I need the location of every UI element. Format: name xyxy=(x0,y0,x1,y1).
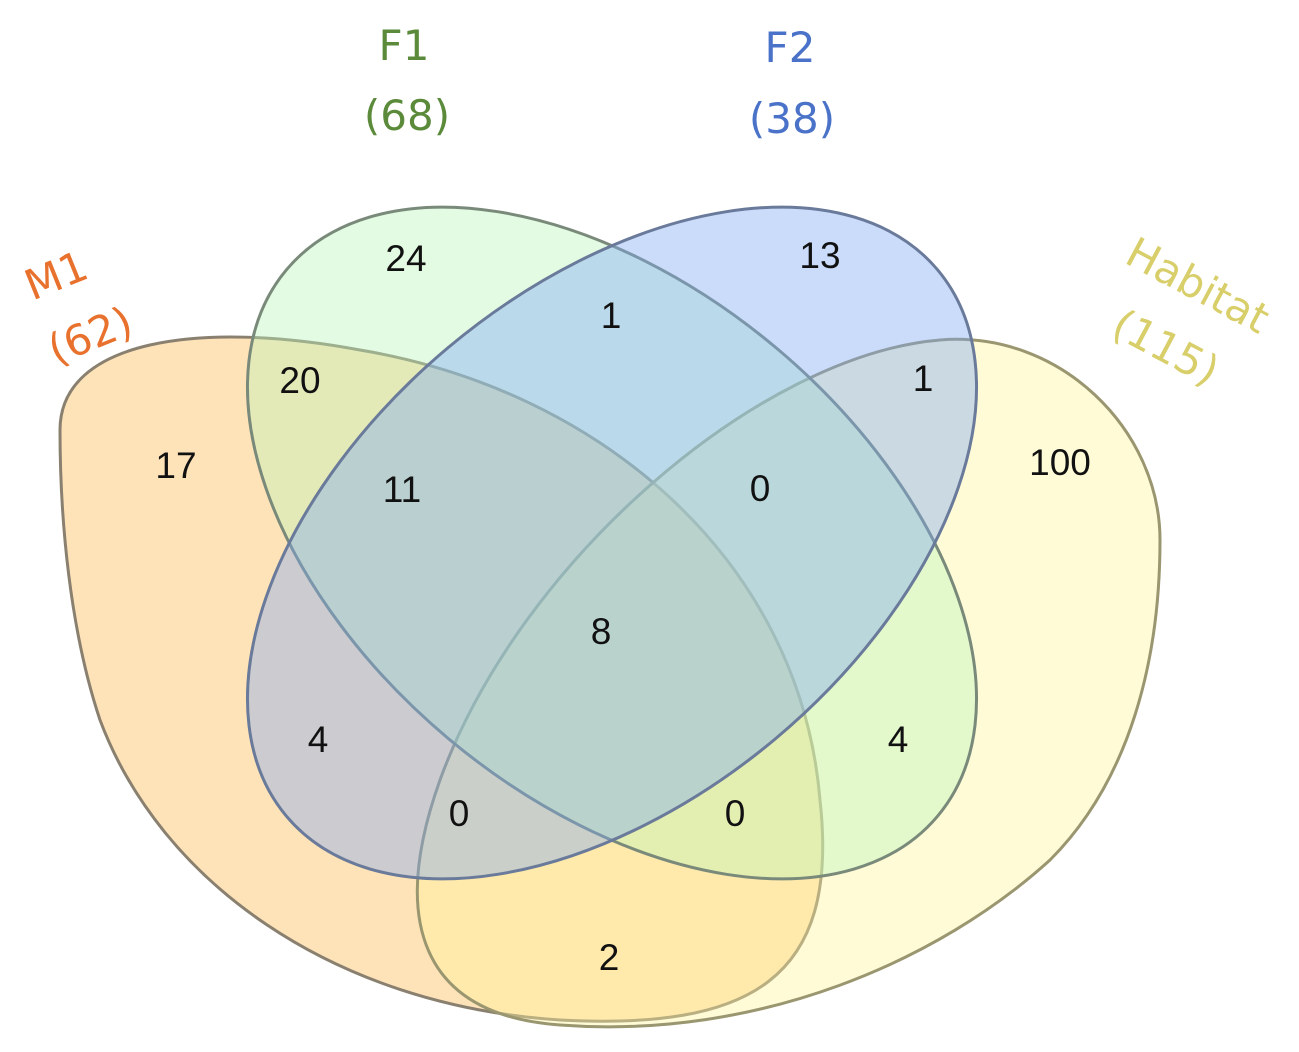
set-label-f1-name: F1 xyxy=(379,21,430,70)
set-habitat-shape xyxy=(415,337,1162,1029)
set-label-f2-size: (38) xyxy=(749,94,835,143)
region-count-m1-habitat: 2 xyxy=(599,937,620,978)
venn-shapes xyxy=(58,205,1162,1029)
set-label-f1-size: (68) xyxy=(364,91,450,140)
region-count-f1-habitat: 4 xyxy=(888,719,909,760)
region-counts: 17 24 13 100 1 20 1 11 0 8 4 4 0 0 2 xyxy=(155,235,1090,978)
region-count-m1-f2: 4 xyxy=(308,719,329,760)
set-m1-shape xyxy=(58,335,825,1023)
region-count-m1-only: 17 xyxy=(155,445,196,486)
region-count-f1-f2: 1 xyxy=(601,295,622,336)
set-f1-shape xyxy=(245,205,979,881)
region-count-f1-f2-habitat: 0 xyxy=(750,468,771,509)
region-count-f2-only: 13 xyxy=(799,235,840,276)
region-count-f2-habitat: 1 xyxy=(913,358,934,399)
region-count-f1-only: 24 xyxy=(385,238,426,279)
set-f2-shape xyxy=(245,205,979,881)
region-count-m1-f1-f2: 11 xyxy=(383,469,421,510)
region-count-habitat-only: 100 xyxy=(1029,442,1091,483)
region-count-all-four: 8 xyxy=(591,611,612,652)
set-label-f2-name: F2 xyxy=(765,23,816,72)
set-label-m1-name: M1 xyxy=(18,241,95,310)
region-count-m1-f2-habitat: 0 xyxy=(449,793,470,834)
region-count-m1-f1-habitat: 0 xyxy=(725,793,746,834)
region-count-m1-f1: 20 xyxy=(279,360,320,401)
